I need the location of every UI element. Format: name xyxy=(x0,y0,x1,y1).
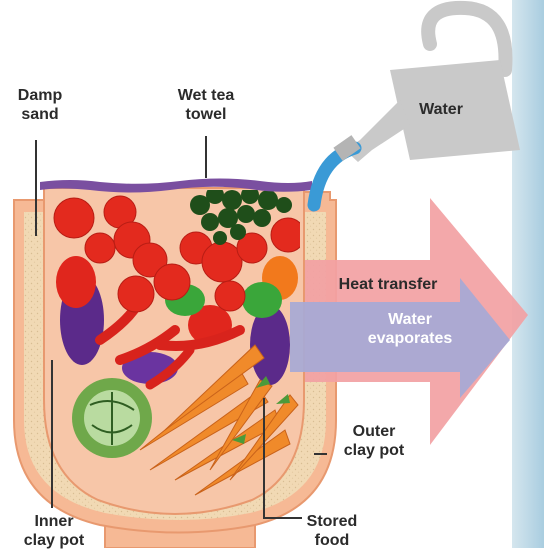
background-photo xyxy=(512,0,544,548)
label-water: Water xyxy=(404,100,478,119)
cabbage-icon xyxy=(72,378,152,458)
label-heat-transfer: Heat transfer xyxy=(318,275,458,294)
